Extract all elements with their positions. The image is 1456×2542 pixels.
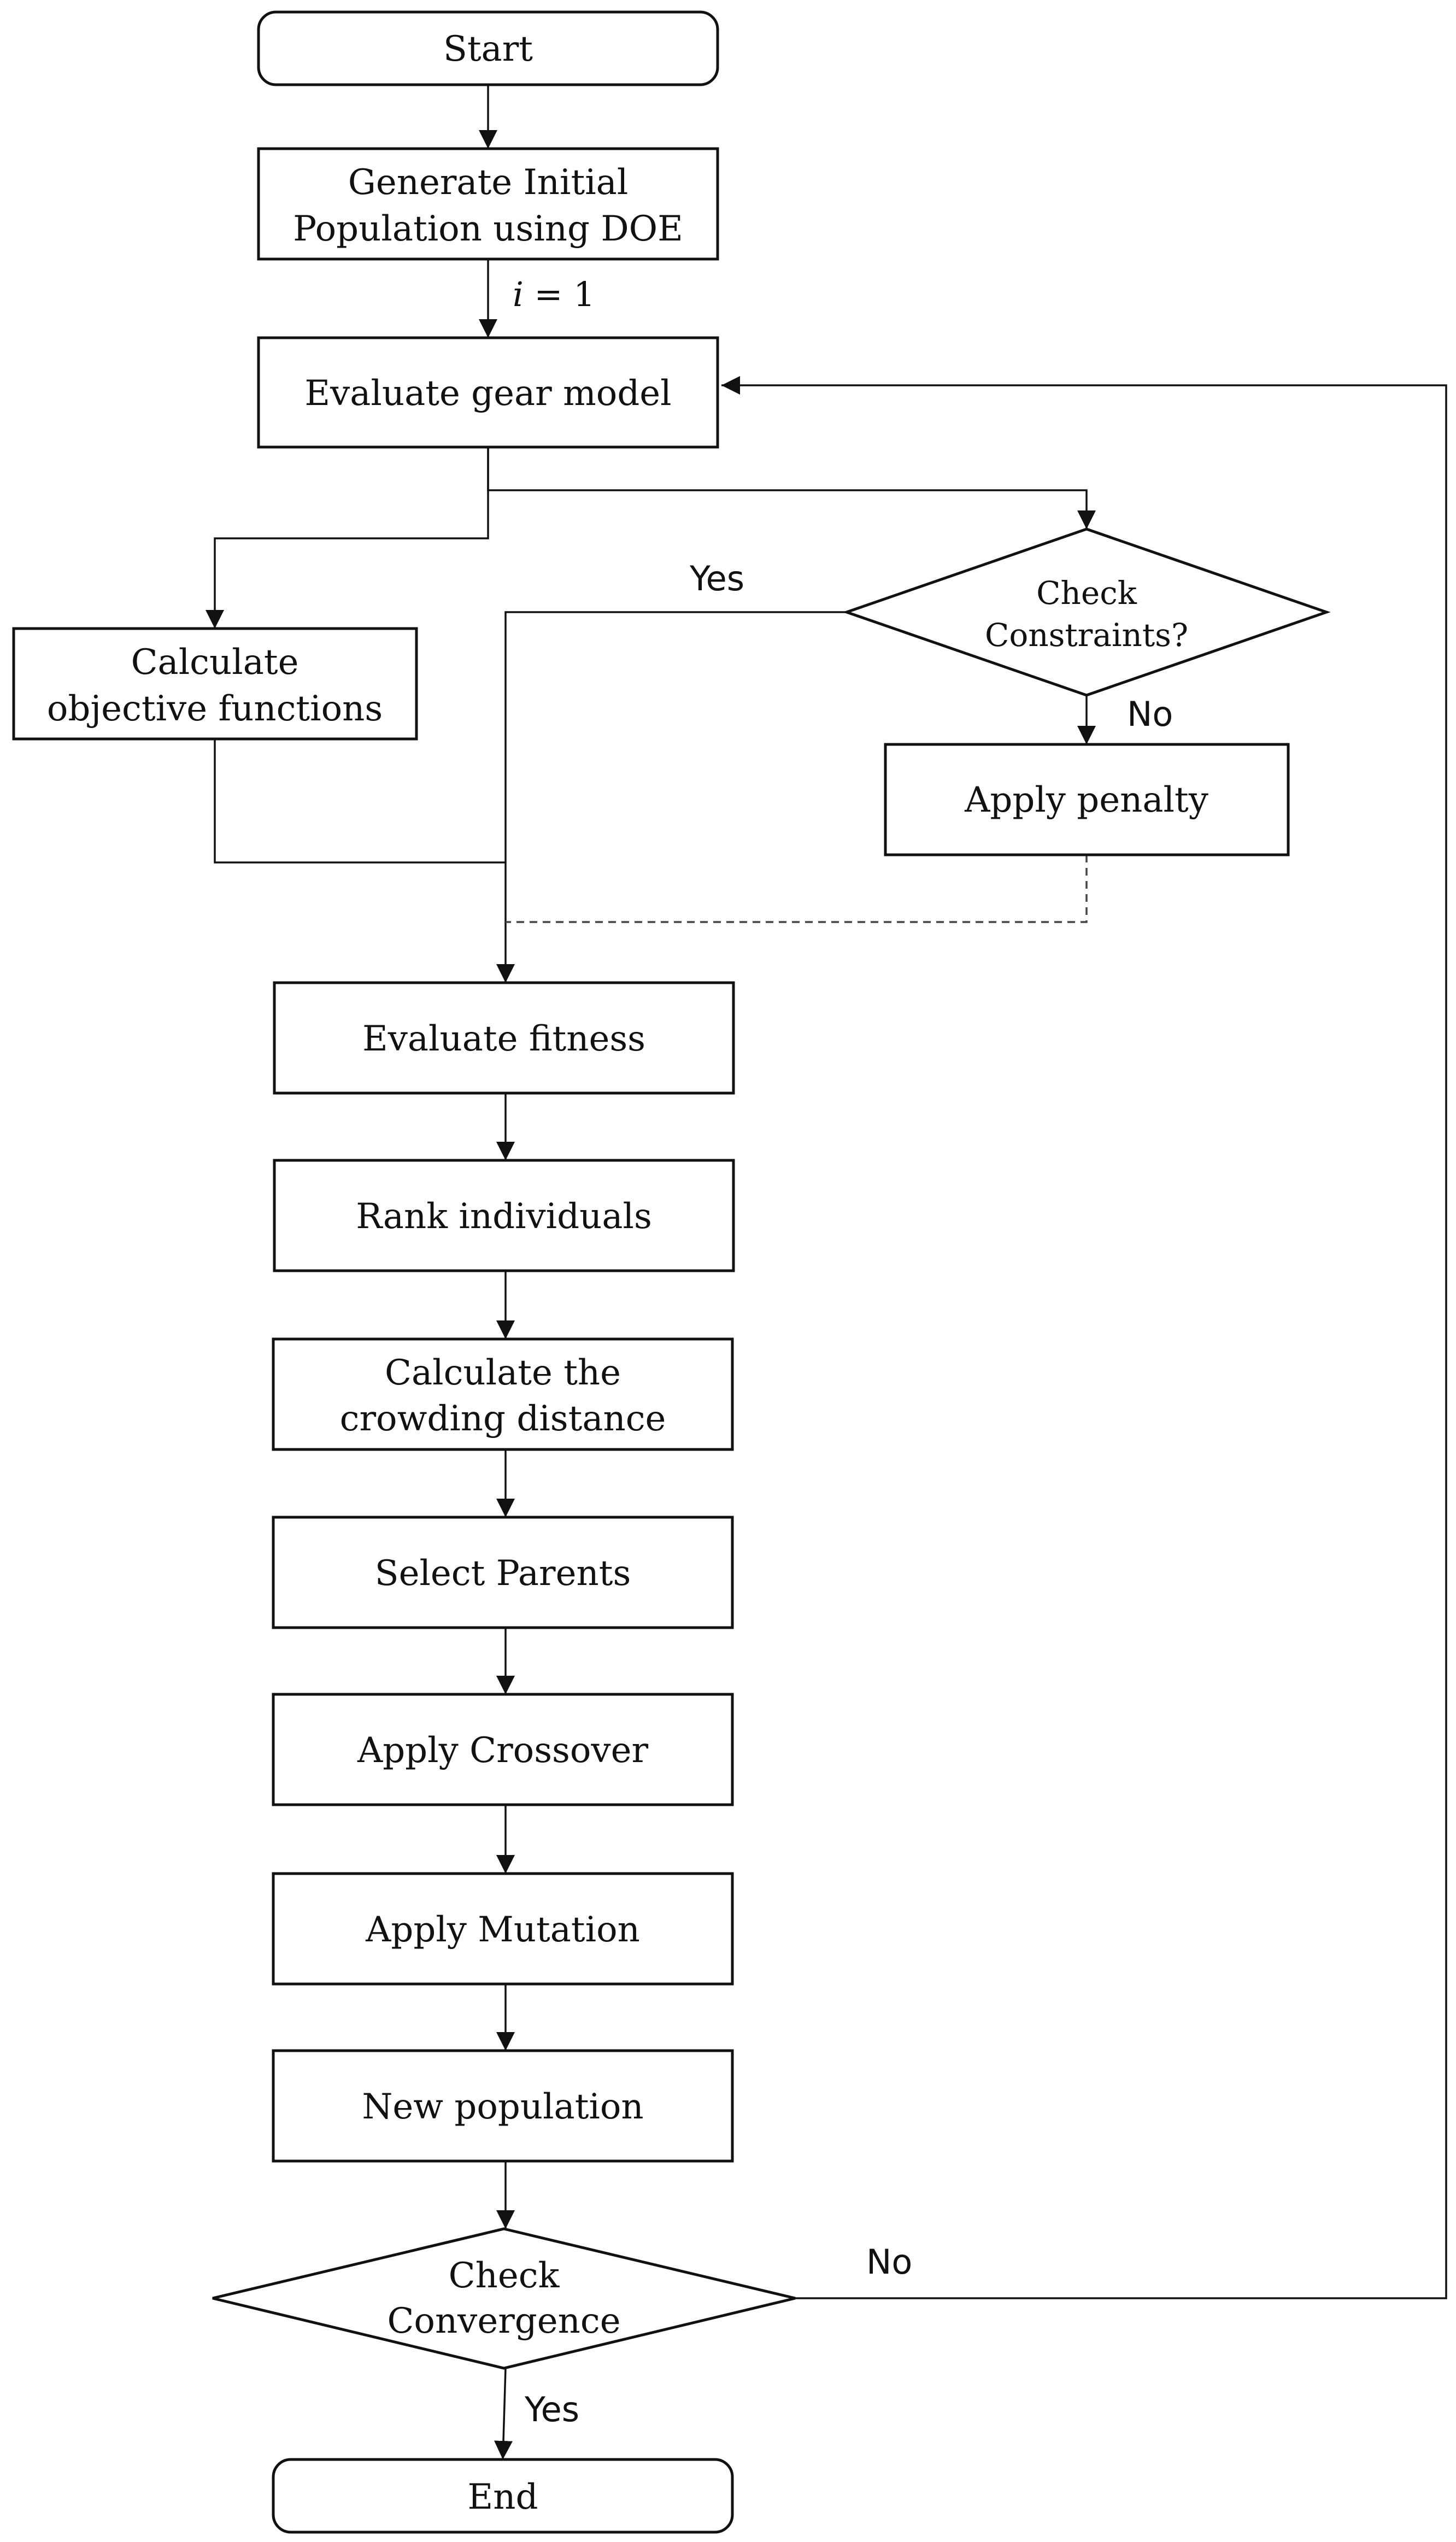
start-label: Start [443,29,533,69]
check-convergence-diamond [212,2227,796,2370]
end-label: End [468,2477,538,2517]
generate-population-label-line1: Generate Initial [348,162,629,203]
convergence-yes-label: Yes [524,2390,579,2429]
end-terminal [272,2458,734,2534]
connectors [206,85,1447,2460]
select-parents-box [272,1516,734,1629]
new-population-label: New population [362,2087,643,2127]
rank-individuals-box [273,1159,735,1272]
line-calc-objective-merge [214,739,506,864]
node-check-constraints: Check Constraints? [842,527,1331,697]
apply-crossover-label: Apply Crossover [357,1730,648,1771]
apply-mutation-label: Apply Mutation [365,1910,640,1950]
node-apply-penalty: Apply penalty [884,743,1290,856]
calc-objective-label-line1: Calculate [131,642,299,683]
node-apply-crossover: Apply Crossover [272,1693,734,1806]
arrow-convergence-yes-to-end [494,2368,513,2460]
node-calc-objective: Calculate objective functions [12,627,418,741]
calc-objective-label-line2: objective functions [47,689,383,729]
line-penalty-dashed-merge [506,855,1088,923]
crowding-distance-label-line1: Calculate the [385,1353,621,1393]
node-check-convergence: Check Convergence [212,2227,796,2370]
arrow-evaluate-gear-to-calc-objective [206,447,489,629]
counter-italic-part: i [513,274,524,314]
node-crowding-distance: Calculate the crowding distance [272,1337,734,1451]
counter-label: i = 1 [513,274,595,314]
check-constraints-label-line1: Check [1036,574,1137,612]
new-population-box [272,2049,734,2163]
arrow-convergence-no-loop [721,376,1447,2299]
evaluate-gear-box [257,336,719,449]
node-new-population: New population [272,2049,734,2163]
check-constraints-diamond [842,527,1331,697]
node-start: Start [257,10,719,86]
check-convergence-label-line2: Convergence [387,2301,620,2341]
evaluate-fitness-label: Evaluate fitness [362,1019,645,1059]
calc-objective-box [12,627,418,741]
node-evaluate-gear: Evaluate gear model [257,336,719,449]
apply-penalty-box [884,743,1290,856]
node-end: End [272,2458,734,2534]
generate-population-label-line2: Population using DOE [293,209,683,249]
node-apply-mutation: Apply Mutation [272,1872,734,1986]
convergence-no-label: No [866,2242,912,2282]
constraints-yes-label: Yes [689,559,744,598]
crowding-distance-box [272,1337,734,1451]
arrow-evaluate-gear-to-check-constraints [487,447,1096,529]
counter-rest-part: = 1 [524,274,595,314]
crowding-distance-label-line2: crowding distance [340,1399,666,1439]
node-generate-population: Generate Initial Population using DOE [257,147,719,261]
evaluate-gear-label: Evaluate gear model [304,373,671,414]
node-evaluate-fitness: Evaluate fitness [273,981,735,1095]
generate-population-box [257,147,719,261]
apply-mutation-box [272,1872,734,1986]
rank-individuals-label: Rank individuals [356,1196,652,1237]
apply-crossover-box [272,1693,734,1806]
node-select-parents: Select Parents [272,1516,734,1629]
check-convergence-label-line1: Check [449,2256,560,2296]
constraints-no-label: No [1127,694,1173,734]
start-terminal [257,10,719,86]
check-constraints-label-line2: Constraints? [985,617,1188,654]
apply-penalty-label: Apply penalty [964,780,1208,820]
select-parents-label: Select Parents [375,1553,631,1594]
evaluate-fitness-box [273,981,735,1095]
arrow-constraints-yes-to-fitness [496,611,845,983]
node-rank-individuals: Rank individuals [273,1159,735,1272]
